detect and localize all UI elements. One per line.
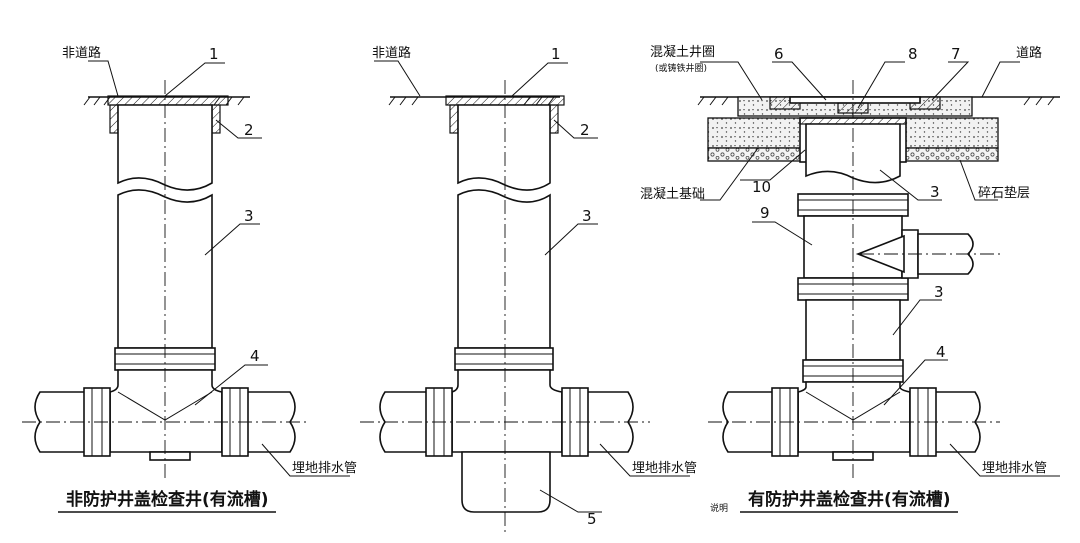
right-callout-8-leader <box>857 61 905 109</box>
left-adapter-r <box>211 104 221 134</box>
middle-callout-5: 5 <box>587 510 597 528</box>
right-base-leader <box>700 147 759 201</box>
right-callout-3b: 3 <box>934 283 944 301</box>
left-well: 非道路 1 2 3 4 埋地排水管 非防护井盖检查井(有流槽) <box>22 45 357 513</box>
left-callout-2-leader <box>215 119 262 139</box>
left-callout-4-leader <box>194 364 268 406</box>
right-callout-9-leader <box>752 221 813 246</box>
right-cover-plate <box>789 96 921 104</box>
right-callout-9: 9 <box>760 204 770 222</box>
middle-shaft-lower <box>457 189 551 349</box>
middle-callout-3: 3 <box>582 207 592 225</box>
right-base-label: 混凝土基础 <box>640 186 705 202</box>
middle-well-cover <box>445 95 565 106</box>
left-callout-1-leader <box>164 62 225 97</box>
left-pipe-leader <box>261 443 350 477</box>
left-shaft-lower <box>117 189 213 349</box>
right-tee-base <box>797 381 911 453</box>
middle-shaft-ring <box>454 347 554 371</box>
right-caption: 有防护井盖检查井(有流槽) <box>748 489 951 510</box>
left-ground-label: 非道路 <box>62 45 101 61</box>
middle-ground-leader <box>374 60 421 97</box>
middle-callout-2-leader <box>553 119 598 139</box>
right-callout-7-leader <box>931 61 970 101</box>
middle-shaft-upper <box>457 104 551 191</box>
right-gravel-label: 碎石垫层 <box>978 185 1030 201</box>
middle-pipe-label: 埋地排水管 <box>632 461 697 476</box>
middle-callout-3-leader <box>544 223 598 256</box>
middle-tee-base <box>451 369 563 453</box>
right-pipe-leader <box>949 443 1060 477</box>
right-callout-10-leader <box>740 149 806 181</box>
right-callout-3a: 3 <box>930 183 940 201</box>
right-road-label: 道路 <box>1016 45 1042 61</box>
right-pipe-label: 埋地排水管 <box>982 461 1047 476</box>
left-well-cover <box>107 95 229 106</box>
middle-callout-2: 2 <box>580 121 590 139</box>
right-callout-8: 8 <box>908 45 918 63</box>
right-ground-hatch <box>697 96 1055 106</box>
left-callout-2: 2 <box>244 121 254 139</box>
left-callout-4: 4 <box>250 347 260 365</box>
left-ground-leader <box>88 60 119 97</box>
middle-callout-5-leader <box>539 489 602 513</box>
right-callout-4: 4 <box>936 343 946 361</box>
left-caption: 非防护井盖检查井(有流槽) <box>66 489 269 510</box>
middle-adapter-r <box>549 104 559 134</box>
right-road-leader <box>981 61 1020 98</box>
middle-pipe-leader <box>599 443 690 477</box>
right-callout-6-leader <box>772 61 827 101</box>
left-tee-base <box>109 369 223 453</box>
right-well: 混凝土井圈 (或铸铁井圈) 6 8 7 道路 10 混凝土基础 3 碎石垫层 9… <box>640 44 1060 513</box>
middle-adapter-l <box>449 104 459 134</box>
right-ring-label: 混凝土井圈 <box>650 44 715 60</box>
left-base-plug <box>149 451 191 461</box>
left-callout-3-leader <box>204 223 260 256</box>
middle-sump <box>461 451 551 513</box>
middle-ground-label: 非道路 <box>372 45 411 61</box>
right-ring-leader <box>700 61 763 101</box>
left-adapter-l <box>109 104 119 134</box>
left-callout-3: 3 <box>244 207 254 225</box>
middle-callout-1-leader <box>511 62 568 97</box>
middle-well: 非道路 1 2 3 5 埋地排水管 说明 <box>360 45 728 535</box>
right-callout-10: 10 <box>752 178 771 196</box>
middle-callout-1: 1 <box>551 45 561 63</box>
right-callout-6: 6 <box>774 45 784 63</box>
right-callout-7: 7 <box>951 45 961 63</box>
left-callout-1: 1 <box>209 45 219 63</box>
right-ring-sublabel: (或铸铁井圈) <box>655 62 707 74</box>
right-callout-4-leader <box>883 359 948 406</box>
right-callout-3a-leader <box>879 169 942 201</box>
left-pipe-label: 埋地排水管 <box>292 461 357 476</box>
middle-stray-mark: 说明 <box>710 502 728 514</box>
right-callout-3b-leader <box>892 299 942 336</box>
right-gravel-leader <box>959 159 998 201</box>
